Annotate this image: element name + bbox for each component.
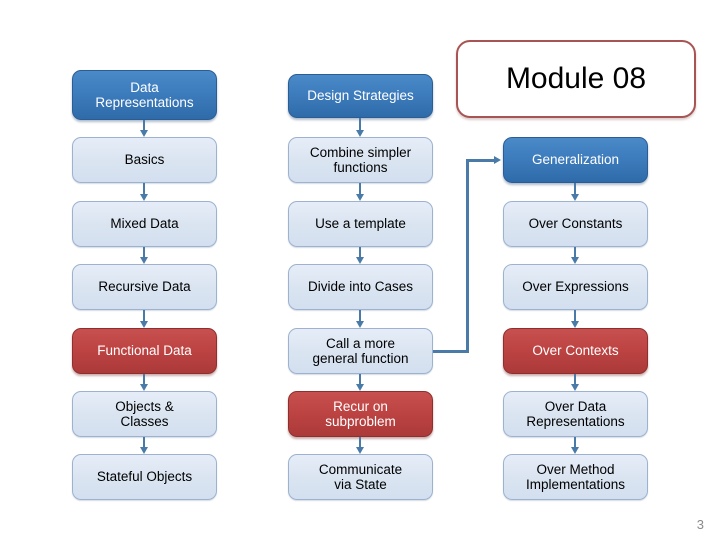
node-call-a-more-general-function[interactable]: Call a more general function xyxy=(288,328,433,374)
page-number: 3 xyxy=(696,517,704,532)
node-recursive-data[interactable]: Recursive Data xyxy=(72,264,217,310)
connector-c3-0-to-1 xyxy=(574,183,576,198)
arrowhead-c3-4 xyxy=(571,384,579,391)
arrowhead-c2-4 xyxy=(356,384,364,391)
node-over-constants[interactable]: Over Constants xyxy=(503,201,648,247)
connector-c1-2-to-3 xyxy=(143,310,145,325)
connector-c2-3-to-4 xyxy=(359,374,361,388)
arrowhead-c1-5 xyxy=(140,447,148,454)
arrowhead-c3-1 xyxy=(571,194,579,201)
node-objects-and-classes[interactable]: Objects & Classes xyxy=(72,391,217,437)
arrowhead-c3-5 xyxy=(571,447,579,454)
arrowhead-c3-2 xyxy=(571,257,579,264)
elbow-segment-horizontal-upper xyxy=(466,159,496,162)
arrowhead-c3-3 xyxy=(571,321,579,328)
node-over-contexts[interactable]: Over Contexts xyxy=(503,328,648,374)
slide-title-card: Module 08 xyxy=(456,40,696,118)
arrowhead-c2-1 xyxy=(356,194,364,201)
node-use-a-template[interactable]: Use a template xyxy=(288,201,433,247)
node-mixed-data[interactable]: Mixed Data xyxy=(72,201,217,247)
node-stateful-objects[interactable]: Stateful Objects xyxy=(72,454,217,500)
arrowhead-c2-2 xyxy=(356,257,364,264)
arrowhead-elbow-to-generalization xyxy=(494,156,501,164)
connector-c1-3-to-4 xyxy=(143,374,145,388)
arrowhead-c2-0 xyxy=(356,130,364,137)
connector-c1-4-to-5 xyxy=(143,437,145,451)
node-over-method-implementations[interactable]: Over Method Implementations xyxy=(503,454,648,500)
node-basics[interactable]: Basics xyxy=(72,137,217,183)
node-functional-data[interactable]: Functional Data xyxy=(72,328,217,374)
node-generalization[interactable]: Generalization xyxy=(503,137,648,183)
connector-c2-header-to-0 xyxy=(359,118,361,132)
node-communicate-via-state[interactable]: Communicate via State xyxy=(288,454,433,500)
column-header-design-strategies[interactable]: Design Strategies xyxy=(288,74,433,118)
arrowhead-c1-2 xyxy=(140,257,148,264)
connector-c3-1-to-2 xyxy=(574,247,576,262)
node-divide-into-cases[interactable]: Divide into Cases xyxy=(288,264,433,310)
connector-c1-header-to-0 xyxy=(143,120,145,132)
arrowhead-c2-5 xyxy=(356,447,364,454)
arrowhead-c1-3 xyxy=(140,321,148,328)
connector-c2-2-to-3 xyxy=(359,310,361,325)
node-combine-simpler-functions[interactable]: Combine simpler functions xyxy=(288,137,433,183)
arrowhead-c1-0 xyxy=(140,130,148,137)
connector-c3-2-to-3 xyxy=(574,310,576,325)
connector-c2-0-to-1 xyxy=(359,183,361,198)
connector-c3-3-to-4 xyxy=(574,374,576,388)
elbow-segment-vertical xyxy=(466,159,469,353)
node-over-expressions[interactable]: Over Expressions xyxy=(503,264,648,310)
connector-c1-1-to-2 xyxy=(143,247,145,262)
connector-c2-4-to-5 xyxy=(359,437,361,451)
node-recur-on-subproblem[interactable]: Recur on subproblem xyxy=(288,391,433,437)
arrowhead-c2-3 xyxy=(356,321,364,328)
connector-c3-4-to-5 xyxy=(574,437,576,451)
column-header-data-representations[interactable]: Data Representations xyxy=(72,70,217,120)
arrowhead-c1-1 xyxy=(140,194,148,201)
arrowhead-c1-4 xyxy=(140,384,148,391)
node-over-data-representations[interactable]: Over Data Representations xyxy=(503,391,648,437)
connector-c2-1-to-2 xyxy=(359,247,361,262)
elbow-segment-horizontal-lower xyxy=(433,350,469,353)
connector-c1-0-to-1 xyxy=(143,183,145,198)
